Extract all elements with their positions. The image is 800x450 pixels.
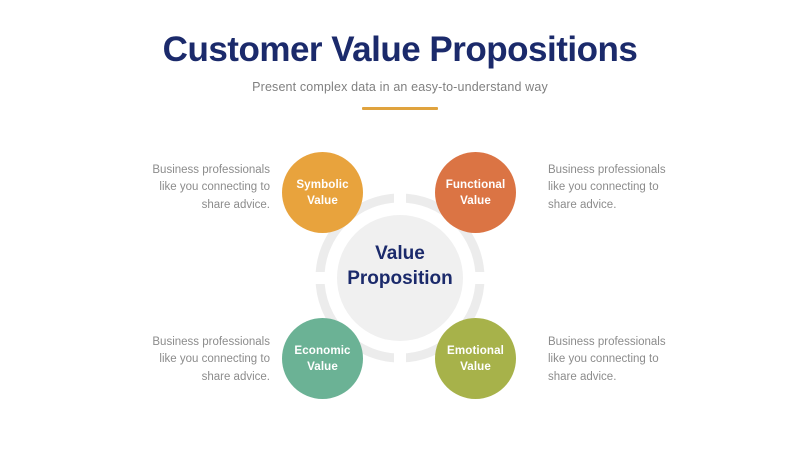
description-bottom-right: Business professionals like you connecti… (548, 334, 713, 386)
slide-header: Customer Value Propositions Present comp… (0, 0, 800, 111)
node-label-line1: Emotional (447, 344, 504, 358)
node-label-line2: Value (460, 359, 491, 373)
node-label-line1: Symbolic (296, 178, 349, 192)
description-line: like you connecting to (159, 353, 270, 366)
value-proposition-diagram: Value Proposition Symbolic Value Functio… (280, 145, 520, 415)
description-top-left: Business professionals like you connecti… (105, 162, 270, 214)
node-economic-value[interactable]: Economic Value (282, 318, 363, 399)
inner-disc (337, 215, 463, 341)
center-label-line1: Value (375, 243, 425, 264)
ring-gaps (311, 189, 489, 367)
description-bottom-left: Business professionals like you connecti… (105, 334, 270, 386)
description-line: Business professionals (548, 164, 666, 176)
description-line: like you connecting to (548, 353, 659, 366)
ring-gap-top (394, 189, 406, 207)
description-line: Business professionals (152, 164, 270, 176)
node-label-line2: Value (307, 359, 338, 373)
node-label-line2: Value (307, 193, 338, 207)
node-functional-label: Functional Value (442, 177, 510, 207)
accent-divider (362, 107, 438, 111)
node-label-line1: Functional (445, 178, 506, 192)
node-functional-value[interactable]: Functional Value (435, 152, 516, 233)
node-label-line2: Value (460, 193, 491, 207)
page-subtitle: Present complex data in an easy-to-under… (252, 80, 548, 95)
ring-gap-right (471, 272, 489, 284)
description-line: like you connecting to (159, 181, 270, 194)
node-symbolic-value[interactable]: Symbolic Value (282, 152, 363, 233)
node-emotional-value[interactable]: Emotional Value (435, 318, 516, 399)
description-line: Business professionals (548, 336, 666, 348)
ring-gap-left (311, 272, 329, 284)
description-line: share advice. (548, 198, 617, 211)
node-label-line1: Economic (294, 344, 351, 358)
page-title: Customer Value Propositions (162, 30, 638, 69)
description-top-right: Business professionals like you connecti… (548, 162, 713, 214)
center-label: Value Proposition (320, 241, 480, 292)
node-economic-label: Economic Value (290, 343, 354, 373)
node-symbolic-label: Symbolic Value (292, 177, 352, 207)
description-line: like you connecting to (548, 181, 659, 194)
center-label-line2: Proposition (347, 268, 453, 290)
description-line: share advice. (201, 370, 270, 383)
node-emotional-label: Emotional Value (443, 343, 508, 373)
ring-gap-bottom (394, 349, 406, 367)
description-line: Business professionals (152, 336, 270, 348)
description-line: share advice. (548, 370, 617, 383)
description-line: share advice. (201, 198, 270, 211)
